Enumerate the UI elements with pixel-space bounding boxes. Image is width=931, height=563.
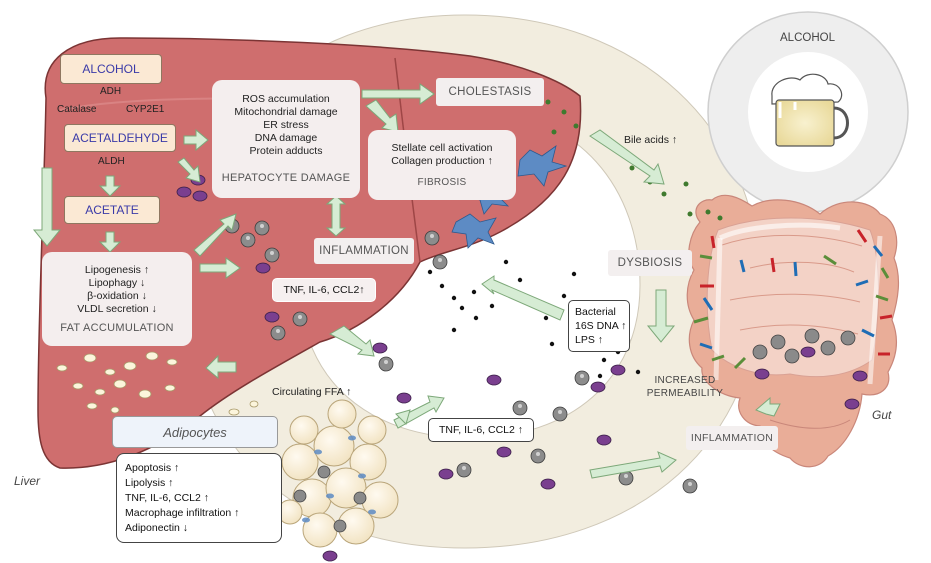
bile-acids-label: Bile acids ↑	[624, 134, 678, 146]
fibrosis-effect-line: Collagen production ↑	[391, 154, 493, 167]
gut-inflammation-label: INFLAMMATION	[690, 432, 774, 444]
circulation-cytokines-label: TNF, IL-6, CCL2 ↑	[438, 424, 524, 436]
gut-illustration	[686, 194, 900, 468]
permeability-line: PERMEABILITY	[646, 388, 724, 399]
acetate-label: ACETATE	[85, 203, 139, 217]
adipocyte-effect-line: Adiponectin ↓	[125, 521, 189, 534]
acetaldehyde-box: ACETALDEHYDE	[64, 124, 176, 152]
fat-accumulation-box: Lipogenesis ↑ Lipophagy ↓ β-oxidation ↓ …	[42, 252, 192, 346]
adipocyte-effects-box: Apoptosis ↑ Lipolysis ↑ TNF, IL-6, CCL2 …	[116, 453, 282, 543]
hepatocyte-effect-line: Protein adducts	[249, 145, 323, 157]
bacterial-line: LPS ↑	[575, 334, 604, 346]
bacterial-line: Bacterial	[575, 306, 616, 318]
neutrophil-cells	[176, 174, 626, 562]
fat-effect-line: VLDL secretion ↓	[77, 302, 157, 315]
permeability-line: INCREASED	[654, 375, 716, 386]
fat-accumulation-title: FAT ACCUMULATION	[60, 321, 174, 334]
hepatocyte-effect-line: ER stress	[263, 119, 309, 131]
acetaldehyde-label: ACETALDEHYDE	[72, 131, 168, 145]
dysbiosis-box: DYSBIOSIS	[608, 250, 692, 276]
gut-inflammation-box: INFLAMMATION	[686, 426, 778, 450]
gut-label: Gut	[872, 408, 892, 422]
fat-effect-line: Lipogenesis ↑	[84, 263, 150, 276]
acetate-box: ACETATE	[64, 196, 160, 224]
liver-cytokines-label: TNF, IL-6, CCL2↑	[283, 284, 365, 296]
fat-droplets	[56, 351, 259, 416]
fibrosis-effect-line: Stellate cell activation	[391, 141, 493, 154]
adipocytes-title: Adipocytes	[163, 424, 227, 440]
fat-effect-line: β-oxidation ↓	[87, 289, 147, 302]
liver-label: Liver	[14, 474, 41, 488]
catalase-label: Catalase	[57, 104, 97, 115]
hepatocyte-damage-box: ROS accumulation Mitochondrial damage ER…	[212, 80, 360, 198]
fibrosis-title: FIBROSIS	[417, 176, 467, 188]
liver-inflammation-box: INFLAMMATION	[314, 238, 414, 264]
bacterial-box: Bacterial 16S DNA ↑ LPS ↑	[568, 300, 630, 352]
bacterial-line: 16S DNA ↑	[575, 320, 627, 332]
fibrosis-box: Stellate cell activation Collagen produc…	[368, 130, 516, 200]
liver-inflammation-label: INFLAMMATION	[319, 245, 409, 257]
circulation-cytokines-box: TNF, IL-6, CCL2 ↑	[428, 418, 534, 442]
permeability-box: INCREASED PERMEABILITY	[634, 370, 736, 404]
adh-label: ADH	[100, 86, 122, 97]
hepatocyte-damage-title: HEPATOCYTE DAMAGE	[221, 172, 351, 184]
adipocyte-effect-line: Apoptosis ↑	[125, 461, 180, 474]
liver-cytokines-box: TNF, IL-6, CCL2↑	[272, 278, 376, 302]
adipocyte-cluster	[277, 399, 399, 548]
adipocyte-effect-line: Lipolysis ↑	[125, 476, 174, 489]
circulating-ffa-label: Circulating FFA ↑	[272, 386, 352, 398]
alcohol-box: ALCOHOL	[60, 54, 162, 84]
beer-mug-icon	[771, 73, 849, 147]
alcohol-label: ALCOHOL	[82, 62, 140, 76]
fat-effect-line: Lipophagy ↓	[88, 276, 146, 289]
dysbiosis-label: DYSBIOSIS	[617, 257, 683, 269]
pathway-arrows	[32, 83, 781, 479]
aldh-label: ALDH	[98, 156, 125, 167]
cyp2e1-label: CYP2E1	[126, 104, 165, 115]
cholestasis-box: CHOLESTASIS	[436, 78, 544, 106]
hepatocyte-effect-line: Mitochondrial damage	[234, 106, 338, 118]
hepatocyte-effect-line: ROS accumulation	[242, 93, 330, 105]
gut-alcohol-label: ALCOHOL	[780, 32, 835, 44]
adipocyte-effect-line: TNF, IL-6, CCL2 ↑	[125, 491, 210, 504]
adipocytes-title-box: Adipocytes	[112, 416, 278, 448]
cholestasis-label: CHOLESTASIS	[448, 86, 532, 98]
adipocyte-effect-line: Macrophage infiltration ↑	[125, 506, 240, 519]
hepatocyte-effect-line: DNA damage	[254, 132, 318, 144]
